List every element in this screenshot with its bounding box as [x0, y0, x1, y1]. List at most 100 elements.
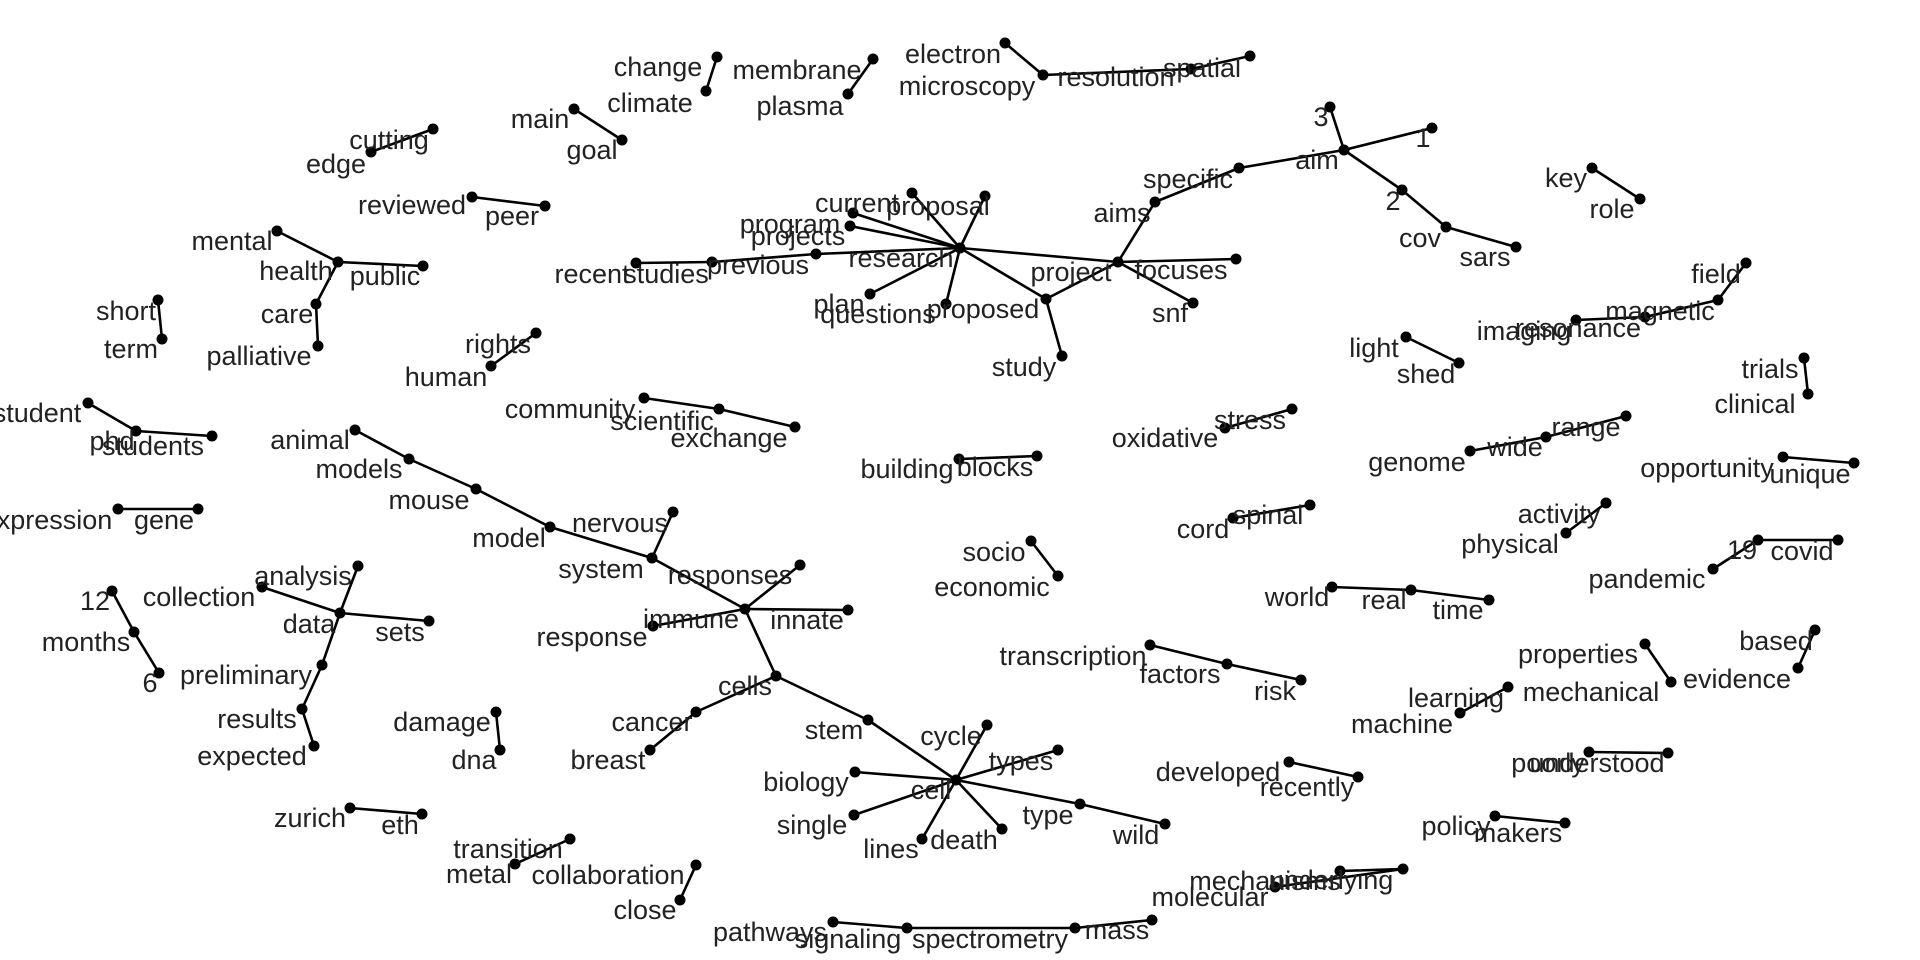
node-cancer — [690, 706, 702, 718]
node-collection — [256, 581, 268, 593]
node-label-mental: mental — [191, 226, 272, 256]
node-mass — [1146, 914, 1158, 926]
node-magnetic — [1712, 294, 1724, 306]
edge-project-aims — [1116, 200, 1157, 264]
node-poorly — [1583, 746, 1595, 758]
node-exchange — [789, 421, 801, 433]
edge-microscopy-resolution — [1041, 67, 1193, 77]
edge-responses-immune — [743, 563, 802, 611]
node-wild — [1159, 818, 1171, 830]
node-membrane — [867, 53, 879, 65]
node-dna — [494, 744, 506, 756]
edge-system-immune — [650, 556, 747, 611]
node-label-socio: socio — [962, 537, 1025, 567]
edge-based-evidence — [1796, 628, 1817, 670]
node-zurich — [344, 802, 356, 814]
node-label-key: key — [1545, 163, 1588, 193]
node-label-economic: economic — [934, 572, 1050, 602]
edge-specific-aim — [1237, 148, 1346, 170]
node-physical — [1560, 527, 1572, 539]
node-label-stem: stem — [805, 715, 864, 745]
node-recent — [630, 257, 642, 269]
node-properties — [1639, 638, 1651, 650]
node-label-electron: electron — [905, 39, 1001, 69]
node-death — [996, 823, 1008, 835]
node-research — [954, 242, 966, 254]
edge-mental-health — [275, 229, 340, 264]
node-label-dna: dna — [451, 745, 497, 775]
node-range — [1620, 410, 1632, 422]
node-microscopy — [1037, 69, 1049, 81]
node-label-types: types — [989, 746, 1054, 776]
edge-cell-cycle — [954, 723, 989, 782]
node-label-collection: collection — [143, 582, 256, 612]
edge-cancer-breast — [648, 710, 698, 752]
node-label-data: data — [283, 609, 337, 639]
node-label-field: field — [1691, 259, 1741, 289]
node-mechanical — [1665, 676, 1677, 688]
edge-spinal-cord — [1231, 503, 1312, 520]
node-biology — [849, 766, 861, 778]
node-oxidative — [1219, 422, 1231, 434]
node-label-2: 2 — [1385, 186, 1400, 216]
node-mouse — [470, 483, 482, 495]
node-underlying — [1397, 863, 1409, 875]
node-label-spectrometry: spectrometry — [912, 924, 1069, 954]
node-label-poorly: poorly — [1511, 748, 1585, 778]
node-data — [334, 607, 346, 619]
node-label-activity: activity — [1518, 499, 1601, 529]
node-socio — [1025, 535, 1037, 547]
edge-learning-machine — [1458, 685, 1510, 715]
node-system — [646, 552, 658, 564]
node-spatial — [1244, 50, 1256, 62]
edge-type-wild — [1078, 802, 1167, 826]
edge-cutting-edge — [369, 127, 435, 154]
edge-light-shed — [1404, 335, 1461, 365]
node-label-sars: sars — [1459, 242, 1510, 272]
edge-2-cov — [1400, 188, 1448, 229]
node-label-molecular: molecular — [1151, 882, 1268, 912]
node-label-project: project — [1030, 257, 1112, 287]
node-responses — [794, 559, 806, 571]
edge-results-expected — [300, 707, 316, 748]
node-label-responses: responses — [668, 560, 793, 590]
edge-cov-sars — [1444, 225, 1518, 249]
edge-stem-cell — [866, 718, 958, 782]
node-label-magnetic: magnetic — [1605, 296, 1715, 326]
edge-factors-risk — [1225, 662, 1303, 682]
node-building — [953, 453, 965, 465]
node-machine — [1454, 707, 1466, 719]
node-current — [906, 187, 918, 199]
edge-opportunity-unique — [1781, 455, 1856, 465]
edge-preliminary-results — [300, 663, 324, 711]
node-label-building: building — [860, 454, 953, 484]
edge-wide-genome — [1468, 435, 1548, 453]
node-immune — [739, 603, 751, 615]
node-label-makers: makers — [1474, 818, 1563, 848]
node-shed — [1453, 357, 1465, 369]
node-label-immune: immune — [643, 604, 739, 634]
edge-cell-lines — [920, 778, 958, 841]
node-short — [152, 294, 164, 306]
node-makers — [1559, 817, 1571, 829]
node-human — [485, 360, 497, 372]
edge-main-goal — [572, 107, 624, 142]
node-snf — [1187, 297, 1199, 309]
node-care — [310, 298, 322, 310]
edge-data-collection — [260, 585, 342, 615]
edge-nervous-system — [650, 510, 675, 560]
node-eth — [416, 808, 428, 820]
edge-data-preliminary — [320, 611, 342, 667]
node-main — [568, 103, 580, 115]
node-label-short: short — [96, 296, 157, 326]
node-response — [647, 620, 659, 632]
node-label-cycle: cycle — [920, 721, 982, 751]
node-resolution — [1185, 63, 1197, 75]
node-label-public: public — [350, 261, 421, 291]
edge-analysis-data — [338, 564, 360, 615]
node-label-mouse: mouse — [388, 485, 469, 515]
node-label-unique: unique — [1769, 459, 1850, 489]
edge-proposed-research — [958, 246, 1048, 301]
node-label-19: 19 — [1727, 535, 1757, 565]
